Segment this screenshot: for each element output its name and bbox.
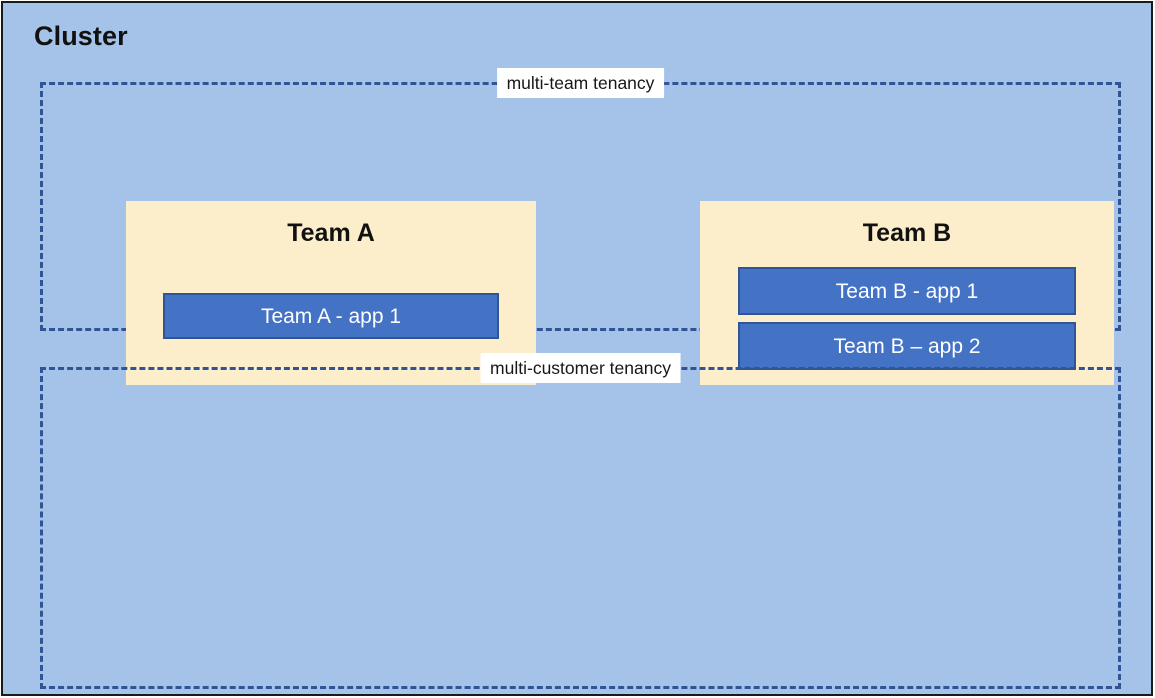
app-box-team-a-app-1: Team A - app 1 bbox=[163, 293, 499, 339]
tenancy-group-multi-customer: multi-customer tenancy Team C Team C – a… bbox=[40, 353, 1121, 689]
team-title-team-a: Team A bbox=[287, 219, 375, 247]
team-box-team-a: Team A Team A - app 1 bbox=[126, 201, 536, 385]
app-box-team-b-app-2: Team B – app 2 bbox=[738, 322, 1076, 370]
tenancy-label-multi-customer: multi-customer tenancy bbox=[480, 353, 681, 383]
app-box-team-b-app-1: Team B - app 1 bbox=[738, 267, 1076, 315]
team-box-team-b: Team B Team B - app 1 Team B – app 2 bbox=[700, 201, 1114, 385]
tenancy-label-multi-team: multi-team tenancy bbox=[496, 68, 665, 98]
team-title-team-b: Team B bbox=[862, 219, 952, 247]
cluster-title: Cluster bbox=[34, 21, 128, 51]
tenancy-group-multi-team: multi-team tenancy Team A Team A - app 1… bbox=[40, 68, 1121, 385]
